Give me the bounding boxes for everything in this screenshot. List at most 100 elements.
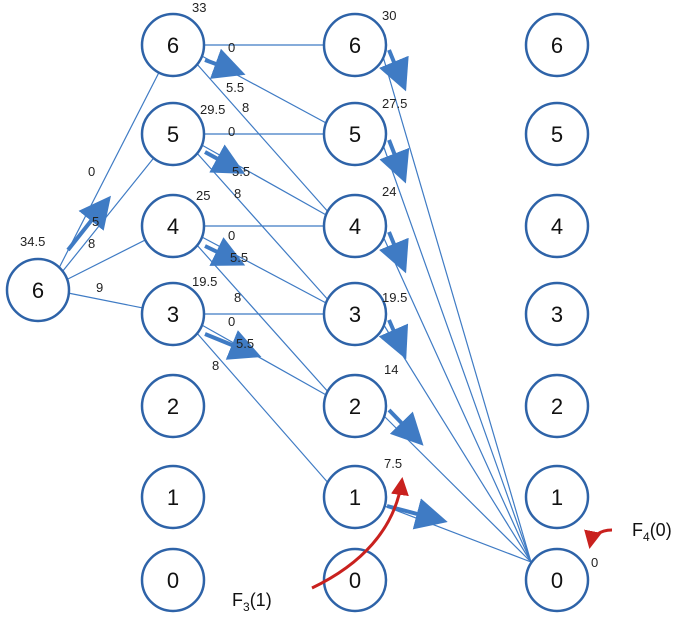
node-col1-3: 3: [140, 281, 206, 347]
node-col3-2-circle: [524, 373, 590, 439]
edge-label-col1_3-1: 5.5: [236, 336, 254, 351]
f4-pointer-arrow: [584, 528, 613, 549]
node-col2-4: 4: [322, 193, 388, 259]
edge-label-col1_3-2: 8: [212, 358, 219, 373]
node-start-label: 6: [32, 278, 44, 303]
node-col2-1-label: 1: [349, 485, 361, 510]
node-col3-5: 5: [524, 101, 590, 167]
node-col3-6-label: 6: [551, 33, 563, 58]
node-col2-3-circle: [322, 281, 388, 347]
edge-c2-1-to-end: [381, 141, 532, 563]
edge-c1-1-buy5: [199, 143, 329, 217]
node-col3-1: 1: [524, 464, 590, 530]
node-col1-1-label: 1: [167, 485, 179, 510]
node-col2-0: 0: [322, 547, 388, 613]
edge-c2-0-to-end: [381, 52, 532, 563]
bold-arrow-c2-0: [379, 49, 409, 92]
node-col2-3: 3: [322, 281, 388, 347]
node-col2-1-circle: [322, 464, 388, 530]
node-col1-2: 2: [140, 373, 206, 439]
edge-c2-3-to-end: [381, 321, 532, 563]
node-col3-4: 4: [524, 193, 590, 259]
node-col3-4-circle: [524, 193, 590, 259]
node-col1-0-label: 0: [167, 568, 179, 593]
bold-arrow-c2-3: [378, 319, 409, 360]
value-col1-1: 29.5: [200, 102, 225, 117]
edge-label-col1_6-2: 8: [242, 100, 249, 115]
node-col2-6-circle: [322, 12, 388, 78]
node-col2-6-label: 6: [349, 33, 361, 58]
node-col3-0-circle: [524, 547, 590, 613]
edge-label-start-2: 8: [88, 236, 95, 251]
node-col3-3: 3: [524, 281, 590, 347]
edge-label-col1_4-2: 8: [234, 290, 241, 305]
node-col1-3-label: 3: [167, 302, 179, 327]
node-col1-0-circle: [140, 547, 206, 613]
node-start-circle: [5, 257, 71, 323]
node-col1-5-label: 5: [167, 122, 179, 147]
node-col1-2-label: 2: [167, 394, 179, 419]
node-col1-5-circle: [140, 101, 206, 167]
value-col2-4: 14: [384, 362, 398, 377]
edge-label-col1_3-0: 0: [228, 314, 235, 329]
node-col3-4-label: 4: [551, 214, 563, 239]
bold-arrow-c1-2: [204, 237, 246, 266]
node-col3-6: 6: [524, 12, 590, 78]
bold-arrow-c1-1: [204, 144, 246, 174]
node-col3-6-circle: [524, 12, 590, 78]
node-col3-1-label: 1: [551, 485, 563, 510]
bold-arrow-c1-0: [204, 48, 246, 79]
node-col1-6-circle: [140, 12, 206, 78]
node-col3-1-circle: [524, 464, 590, 530]
bold-arrows-layer: [66, 48, 448, 530]
f3-pointer-arrow: [311, 477, 409, 590]
node-col1-4-circle: [140, 193, 206, 259]
edges-layer: [57, 44, 532, 563]
edge-start-to-c1-0: [57, 44, 174, 271]
edge-label-col1_6-1: 5.5: [226, 80, 244, 95]
f4-subscript: 4: [643, 530, 650, 544]
node-col3-2-label: 2: [551, 394, 563, 419]
edge-label-col1_6-0: 0: [228, 40, 235, 55]
edge-label-col1_4-1: 5.5: [230, 250, 248, 265]
node-col3-0: 0: [524, 547, 590, 613]
value-col1-0: 33: [192, 0, 206, 15]
bold-arrow-c2-4: [387, 408, 424, 446]
node-start: 6: [5, 257, 71, 323]
node-col1-6-label: 6: [167, 33, 179, 58]
node-col2-0-label: 0: [349, 568, 361, 593]
bold-arrow-c1-3: [204, 330, 262, 360]
f4-label: F4(0): [632, 520, 672, 544]
f3-label: F3(1): [232, 590, 272, 614]
node-col2-4-circle: [322, 193, 388, 259]
f4-argument: (0): [650, 520, 672, 540]
node-col2-4-label: 4: [349, 214, 361, 239]
edge-c1-0-buy8: [195, 62, 331, 215]
node-col3-3-circle: [524, 281, 590, 347]
node-col1-1-circle: [140, 464, 206, 530]
node-col2-1: 1: [322, 464, 388, 530]
node-col2-2: 2: [322, 373, 388, 439]
node-col1-4-label: 4: [167, 214, 179, 239]
edge-label-start-3: 9: [96, 280, 103, 295]
node-col1-6: 6: [140, 12, 206, 78]
value-col2-1: 27.5: [382, 96, 407, 111]
value-col1-2: 25: [196, 188, 210, 203]
edge-c2-4-to-end: [381, 413, 532, 563]
edge-c2-2-to-end: [381, 233, 532, 563]
node-col3-5-label: 5: [551, 122, 563, 147]
node-col2-6: 6: [322, 12, 388, 78]
node-col2-0-circle: [322, 547, 388, 613]
edge-c1-2-buy8: [195, 243, 331, 395]
edge-label-col1_5-2: 8: [234, 186, 241, 201]
edge-label-col1_5-0: 0: [228, 124, 235, 139]
value-col2-2: 24: [382, 184, 396, 199]
bold-arrow-c2-1: [379, 139, 410, 184]
node-col3-2: 2: [524, 373, 590, 439]
node-col3-0-label: 0: [551, 568, 563, 593]
edge-label-col1_5-1: 5.5: [232, 164, 250, 179]
node-col3-3-label: 3: [551, 302, 563, 327]
node-col1-5: 5: [140, 101, 206, 167]
edge-c1-3-buy8: [195, 331, 331, 486]
